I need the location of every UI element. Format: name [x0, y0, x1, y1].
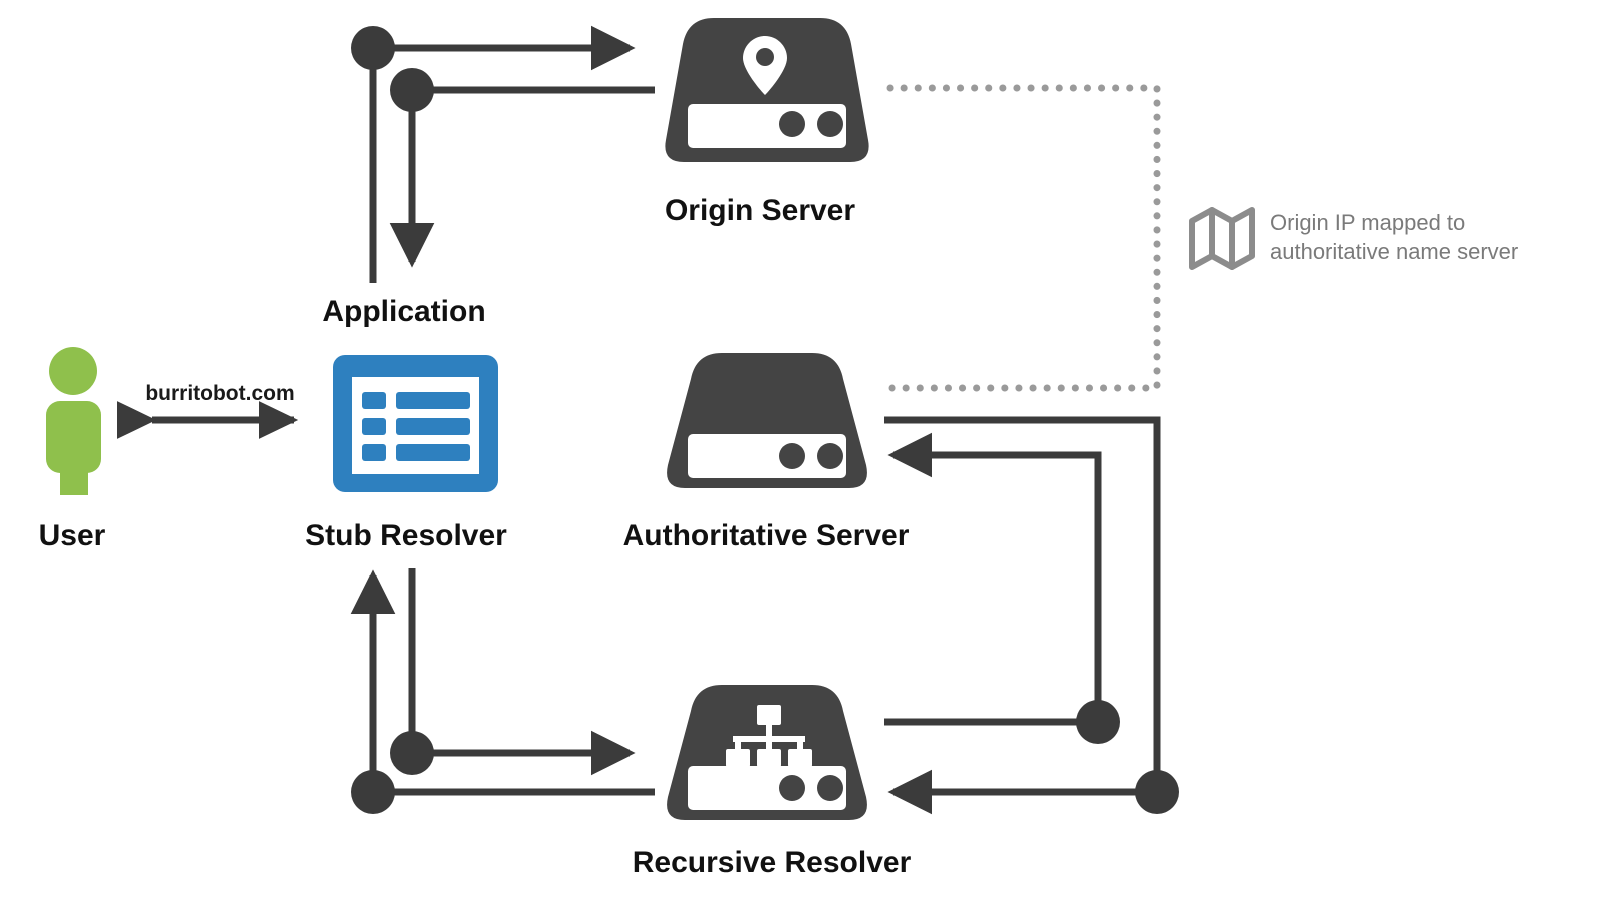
recursive-resolver-label: Recursive Resolver	[633, 846, 912, 879]
edge-stub-recursive-request	[390, 568, 636, 776]
origin-server-label: Origin Server	[665, 194, 855, 227]
junction-dot-app-request	[351, 26, 395, 70]
junction-dot-recursive-in	[1135, 770, 1179, 814]
stub-resolver-label: Stub Resolver	[305, 519, 507, 552]
edge-application-origin-request	[351, 25, 636, 283]
edge-origin-application-response	[389, 68, 655, 268]
annotation-line-1: Origin IP mapped to	[1270, 210, 1465, 235]
junction-dot-authoritative-out	[1076, 700, 1120, 744]
map-icon	[1189, 207, 1255, 270]
edge-authoritative-recursive-outer	[884, 416, 1179, 815]
user-label: User	[39, 519, 106, 552]
junction-dot-stub-response	[351, 770, 395, 814]
authoritative-server-icon	[667, 353, 867, 488]
recursive-resolver-icon	[667, 685, 867, 820]
edge-label-burritobot: burritobot.com	[145, 382, 294, 405]
junction-dot-stub-request	[390, 731, 434, 775]
edge-stub-recursive-response	[350, 569, 655, 814]
origin-server-icon	[665, 18, 869, 162]
authoritative-server-label: Authoritative Server	[623, 519, 910, 552]
annotation-line-2: authoritative name server	[1270, 239, 1518, 264]
location-pin-icon	[743, 36, 787, 95]
application-label: Application	[322, 295, 485, 328]
stub-resolver-icon	[333, 355, 498, 492]
network-tree-icon	[726, 705, 812, 767]
user-icon	[46, 347, 101, 495]
edge-recursive-authoritative-inner	[884, 432, 1120, 744]
junction-dot-app-response	[390, 68, 434, 112]
dotted-mapping-bracket	[886, 84, 1161, 392]
